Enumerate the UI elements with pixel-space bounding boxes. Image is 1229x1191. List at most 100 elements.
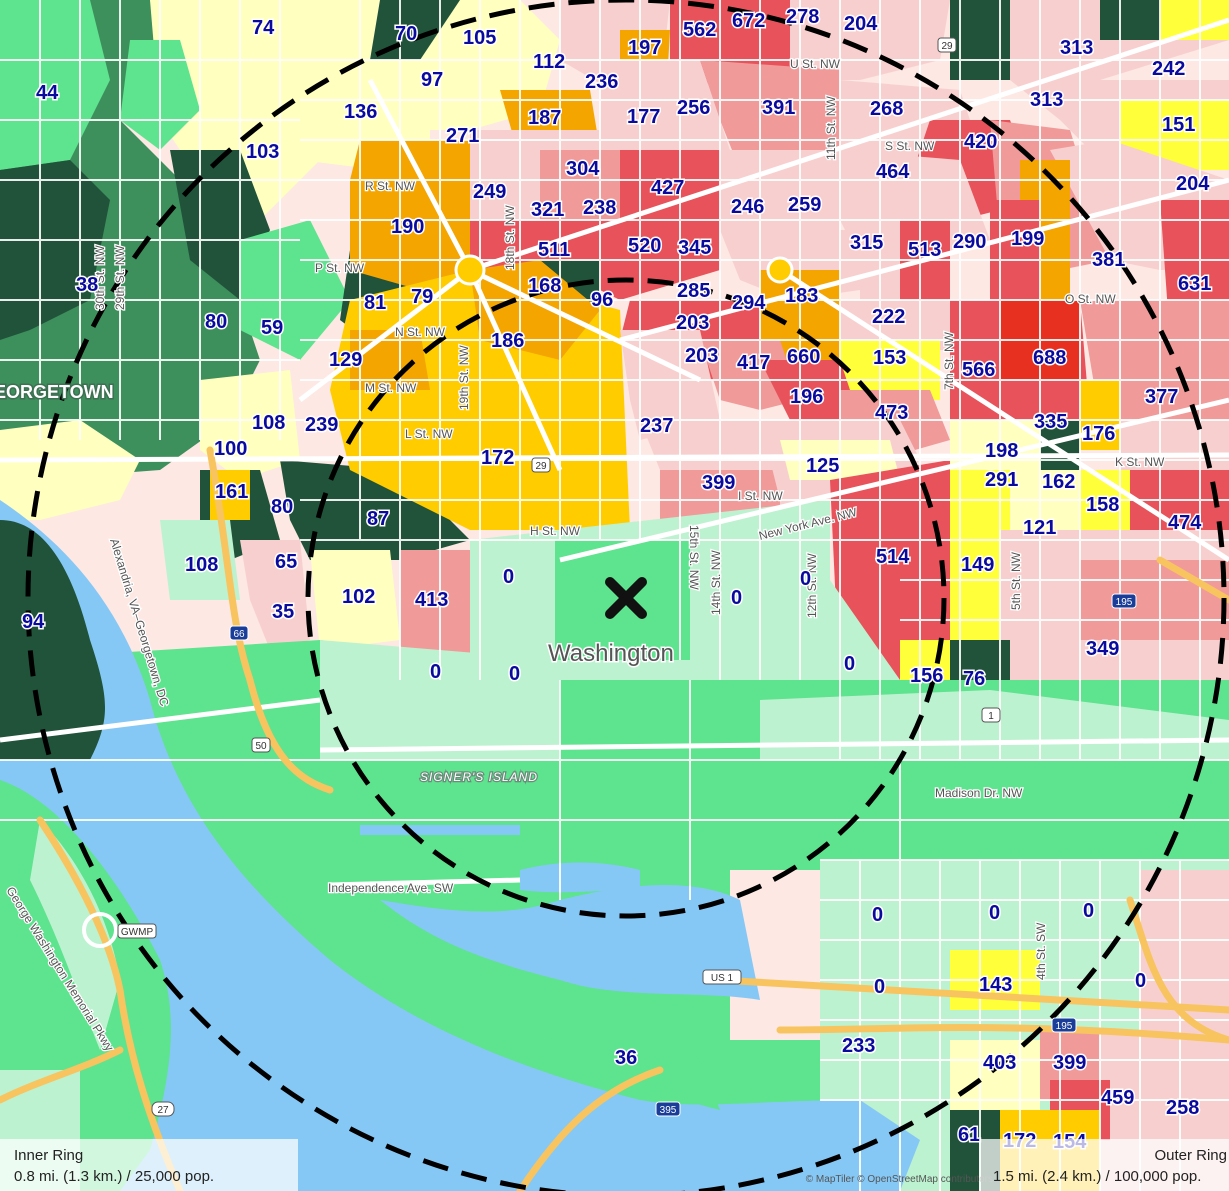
tract-value: 70: [395, 23, 417, 45]
tract-value: 313: [1060, 37, 1093, 59]
tract-value: 304: [566, 158, 600, 180]
inner-ring-detail: 0.8 mi. (1.3 km.) / 25,000 pop.: [14, 1168, 215, 1185]
tract-value: 156: [910, 665, 943, 687]
tract-value: 236: [585, 71, 618, 93]
tract-value: 514: [876, 546, 910, 568]
street-label: U St. NW: [790, 57, 841, 71]
tract-labels: 74 70 105 562 672 278 204 313 242 44 97 …: [21, 5, 1213, 1155]
street-label: R St. NW: [365, 179, 416, 193]
tract-value: 0: [509, 663, 520, 685]
tract-value: 399: [1053, 1052, 1086, 1074]
tract-value: 268: [870, 98, 903, 120]
street-label: S St. NW: [885, 139, 935, 153]
tract-value: 80: [205, 311, 227, 333]
tract-value: 403: [983, 1052, 1016, 1074]
tract-value: 197: [628, 37, 661, 59]
tract-value: 391: [762, 97, 795, 119]
outer-ring-circle: [25, 0, 1227, 1191]
tract-value: 196: [790, 386, 823, 408]
tract-value: 511: [538, 239, 570, 261]
tract-value: 121: [1023, 517, 1056, 539]
tract-value: 44: [36, 82, 59, 104]
place-label: SIGNER'S ISLAND: [420, 770, 538, 784]
tract-value: 172: [481, 447, 514, 469]
tract-value: 660: [787, 346, 820, 368]
tract-value: 290: [953, 231, 986, 253]
street-label: P St. NW: [315, 261, 365, 275]
tract-value: 203: [685, 345, 718, 367]
tract-value: 187: [528, 107, 561, 129]
tract-value: 0: [874, 976, 885, 998]
road-shield: 66: [233, 629, 245, 640]
tract-value: 0: [872, 904, 883, 926]
tract-value: 204: [844, 13, 878, 35]
tract-value: 464: [876, 161, 910, 183]
tract-value: 108: [185, 554, 218, 576]
tract-value: 688: [1033, 347, 1066, 369]
tract-value: 125: [806, 455, 839, 477]
road-shield: 27: [157, 1105, 169, 1116]
tract-value: 100: [214, 438, 247, 460]
road-shield: US 1: [711, 973, 734, 984]
tract-value: 0: [844, 653, 855, 675]
x-mark-icon[interactable]: [605, 577, 647, 619]
street-label: 5th St. NW: [1009, 551, 1023, 610]
outer-ring-detail: 1.5 mi. (2.4 km.) / 100,000 pop.: [993, 1168, 1202, 1185]
road-shield: 50: [255, 741, 267, 752]
tract-value: 199: [1011, 228, 1044, 250]
tract-value: 672: [732, 10, 765, 32]
tract-value: 0: [1083, 900, 1094, 922]
road-shield: GWMP: [121, 927, 154, 938]
map-attribution[interactable]: © MapTiler © OpenStreetMap contributors: [805, 1174, 993, 1185]
tract-value: 102: [342, 586, 375, 608]
tract-value: 0: [503, 566, 514, 588]
tract-value: 520: [628, 235, 661, 257]
road-shield: 195: [1056, 1021, 1073, 1032]
street-label: H St. NW: [530, 524, 581, 538]
tract-value: 36: [615, 1047, 637, 1069]
tract-value: 103: [246, 141, 279, 163]
tract-value: 321: [531, 199, 564, 221]
inner-ring-legend: Inner Ring 0.8 mi. (1.3 km.) / 25,000 po…: [0, 1139, 298, 1191]
tract-value: 233: [842, 1035, 875, 1057]
tract-value: 108: [252, 412, 285, 434]
tract-value: 313: [1030, 89, 1063, 111]
tract-value: 417: [737, 352, 770, 374]
street-label: 29th St. NW: [113, 245, 127, 310]
tract-value: 80: [271, 496, 293, 518]
tract-value: 420: [964, 131, 997, 153]
tract-value: 278: [786, 6, 819, 28]
street-label: 18th St. NW: [503, 205, 517, 270]
tract-value: 38: [76, 274, 98, 296]
tract-value: 204: [1176, 173, 1210, 195]
street-label: 12th St. NW: [805, 553, 819, 618]
street-label: K St. NW: [1115, 455, 1165, 469]
street-label: L St. NW: [405, 427, 453, 441]
street-label: 4th St. SW: [1034, 922, 1048, 980]
tract-value: 136: [344, 101, 377, 123]
street-label: N St. NW: [395, 325, 446, 339]
street-label: 7th St. NW: [942, 331, 956, 390]
avenues: [0, 17, 1229, 888]
road-shield: 29: [535, 461, 547, 472]
tract-value: 186: [491, 330, 524, 352]
street-label: 19th St. NW: [457, 345, 471, 410]
tract-value: 459: [1101, 1087, 1134, 1109]
tract-value: 271: [446, 125, 479, 147]
street-label: I St. NW: [738, 489, 783, 503]
street-label: Madison Dr. NW: [935, 786, 1023, 800]
street-label: 30th St. NW: [93, 245, 107, 310]
tract-value: 129: [329, 349, 362, 371]
tract-value: 237: [640, 415, 673, 437]
tract-value: 413: [415, 589, 448, 611]
tract-value: 399: [702, 472, 735, 494]
tract-value: 566: [962, 359, 995, 381]
tract-value: 285: [677, 280, 710, 302]
street-label: 11th St. NW: [824, 96, 838, 160]
road-shield: 195: [1116, 597, 1133, 608]
tract-value: 87: [367, 508, 389, 530]
highways: [0, 446, 1229, 1191]
